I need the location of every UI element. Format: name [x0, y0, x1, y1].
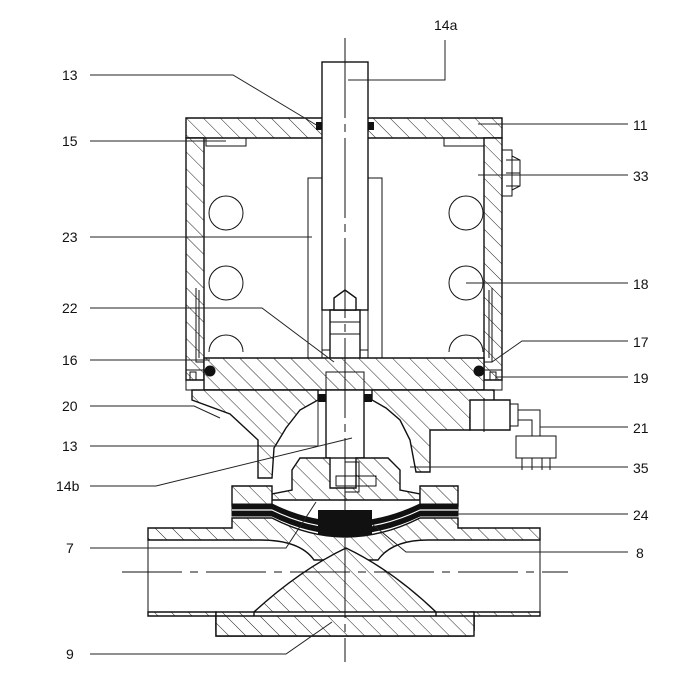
label-18: 18 [633, 276, 649, 292]
label-13-mid: 13 [62, 438, 78, 454]
leader-lines [90, 40, 628, 655]
label-17: 17 [633, 334, 649, 350]
label-7: 7 [66, 540, 74, 556]
label-8: 8 [636, 545, 644, 561]
label-35: 35 [633, 460, 649, 476]
side-fitting [502, 149, 521, 197]
label-13-top: 13 [62, 67, 78, 83]
label-21: 21 [633, 420, 649, 436]
label-11: 11 [633, 117, 648, 133]
label-14b: 14b [56, 478, 80, 494]
label-19: 19 [633, 370, 649, 386]
label-24: 24 [633, 507, 649, 523]
stem-orings-top [316, 122, 374, 130]
bonnet [191, 389, 495, 479]
label-15: 15 [62, 133, 78, 149]
label-20: 20 [62, 398, 78, 414]
top-seals [205, 137, 485, 147]
part-labels: 14a 13 11 15 33 23 18 22 17 16 19 20 21 … [56, 17, 649, 662]
base-plate [185, 357, 503, 391]
label-33: 33 [633, 168, 649, 184]
label-22: 22 [62, 300, 78, 316]
pilot-fitting [469, 398, 557, 470]
diaphragm-holder [271, 457, 421, 501]
valve-body [122, 517, 568, 637]
label-9: 9 [66, 646, 74, 662]
label-14a: 14a [434, 17, 458, 33]
label-23: 23 [62, 229, 78, 245]
label-16: 16 [62, 352, 78, 368]
